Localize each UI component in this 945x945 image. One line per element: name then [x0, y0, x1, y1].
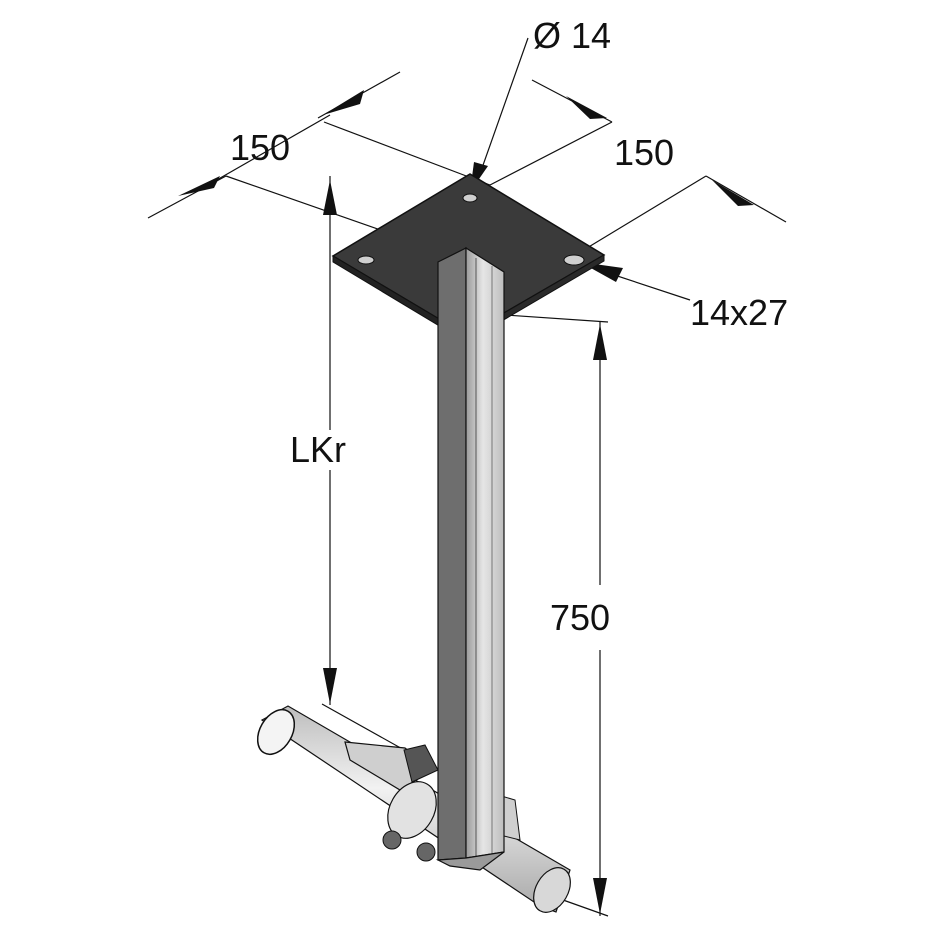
support-rail — [435, 246, 505, 871]
slot-hole-right — [563, 254, 585, 266]
dimension-slot — [580, 262, 691, 301]
dimension-width-right — [489, 79, 787, 252]
label-hole-diameter: Ø 14 — [533, 15, 611, 56]
pipe-clamp — [344, 741, 521, 862]
label-length-lkr: LKr — [290, 429, 346, 470]
label-width-left: 150 — [230, 127, 290, 168]
dimension-width-left — [147, 71, 491, 257]
label-width-right: 150 — [614, 132, 674, 173]
slot-hole-left — [357, 255, 375, 265]
bolt-hole — [462, 193, 478, 203]
dimension-hole-diameter — [470, 37, 529, 192]
label-length-750: 750 — [550, 597, 610, 638]
pipe-opening — [256, 708, 296, 756]
label-slot-size: 14x27 — [690, 292, 788, 333]
dimension-length-750 — [504, 314, 609, 917]
